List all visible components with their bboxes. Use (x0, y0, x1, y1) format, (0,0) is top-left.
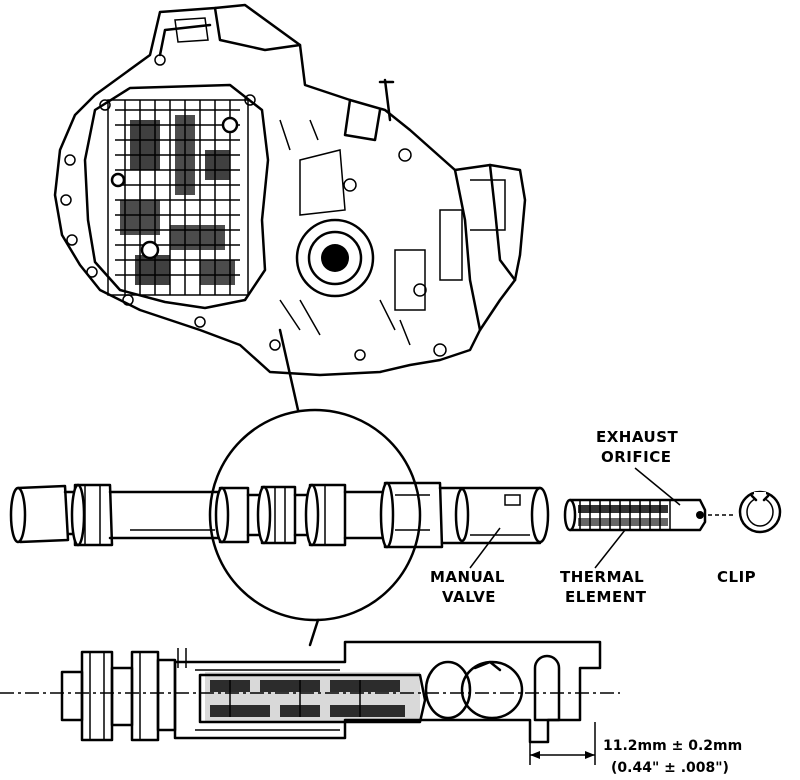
clip-label: CLIP (717, 568, 756, 586)
dimension-metric: 11.2mm ± 0.2mm (603, 738, 742, 754)
thermal-element (563, 498, 707, 532)
exhaust-label: EXHAUST (596, 428, 678, 446)
case-leader-line (278, 328, 300, 412)
label-manual-valve: MANUAL VALVE (430, 527, 505, 606)
manual-label: MANUAL (430, 568, 505, 586)
axle-seal-bore (295, 218, 375, 298)
manual-valve-leader (469, 527, 501, 569)
clip (738, 490, 782, 534)
valve-label: VALVE (442, 588, 496, 606)
detail-view (0, 640, 620, 765)
valve-body (107, 99, 249, 296)
thermal-leader (594, 529, 626, 569)
exhaust-leader (634, 467, 681, 506)
manual-valve (9, 481, 550, 549)
label-thermal-element: THERMAL ELEMENT (560, 529, 647, 606)
magnifier-circle (208, 408, 422, 622)
thermal-label: THERMAL (560, 568, 644, 586)
dimension-imperial: (0.44" ± .008") (611, 760, 729, 776)
dimension-callout: 11.2mm ± 0.2mm (0.44" ± .008") (603, 738, 742, 776)
label-clip: CLIP (717, 568, 756, 586)
orifice-label: ORIFICE (601, 448, 671, 466)
detail-leader-line (308, 618, 320, 647)
element-label: ELEMENT (565, 588, 647, 606)
transaxle-case (53, 3, 527, 377)
label-exhaust-orifice: EXHAUST ORIFICE (596, 428, 681, 506)
